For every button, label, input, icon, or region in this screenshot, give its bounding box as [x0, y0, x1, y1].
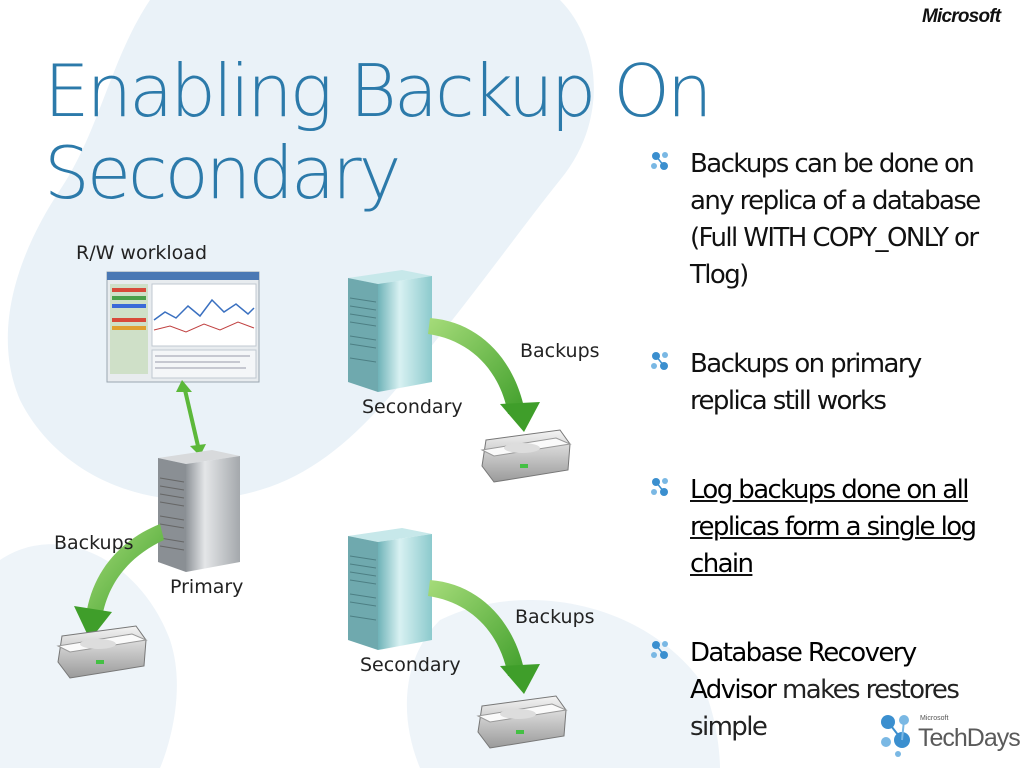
secondary-server-top-icon — [348, 270, 432, 392]
techdays-microsoft-text: Microsoft — [920, 715, 949, 722]
techdays-name: TechDays — [918, 724, 1021, 752]
bullet-text: Backups can be done on any replica of a … — [690, 149, 981, 290]
techdays-logo-icon — [881, 715, 910, 757]
disk-drive-bottom-icon — [476, 695, 568, 749]
bullet-item: Backups can be done on any replica of a … — [648, 146, 988, 294]
title-line-1: Enabling Backup On — [44, 49, 713, 133]
primary-label: Primary — [170, 576, 244, 598]
workload-label: R/W workload — [76, 242, 208, 264]
backup-arrow-primary — [74, 524, 164, 640]
backups-label-secondary-bottom: Backups — [515, 606, 595, 628]
title-line-2: Secondary — [44, 131, 401, 215]
bullet-molecule-icon — [651, 352, 668, 370]
backups-label-secondary-top: Backups — [520, 340, 600, 362]
bullet-item: Log backups done on all replicas form a … — [648, 472, 988, 583]
bullet-list: Backups can be done on any replica of a … — [648, 146, 988, 746]
bullet-bold-text: Database Recovery Advisor — [690, 638, 917, 705]
secondary-server-bottom-icon — [348, 528, 432, 650]
bullet-molecule-icon — [651, 478, 668, 496]
techdays-logo: Microsoft TechDays — [878, 712, 1021, 762]
workload-screenshot-icon — [106, 271, 260, 383]
backup-arrow-secondary-bottom — [428, 580, 540, 694]
bullet-molecule-icon — [651, 152, 668, 170]
workload-connection-arrow — [176, 380, 206, 456]
disk-drive-top-icon — [480, 429, 572, 483]
bullet-item: Database Recovery Advisor makes restores… — [648, 635, 988, 746]
primary-server-icon — [158, 450, 240, 572]
bullet-item: Backups on primary replica still works — [648, 346, 988, 420]
microsoft-logo: Microsoft — [922, 6, 1001, 27]
disk-drive-primary-icon — [56, 625, 148, 679]
backups-label-primary: Backups — [54, 532, 134, 554]
backup-arrow-secondary-top — [428, 318, 540, 432]
bullet-text: makes restores simple — [690, 675, 960, 742]
replication-diagram — [56, 270, 572, 749]
bullet-molecule-icon — [651, 641, 668, 659]
slide-title: Enabling Backup On Secondary — [44, 50, 764, 214]
bullet-text: Backups on primary replica still works — [690, 349, 922, 416]
secondary-label-top: Secondary — [362, 396, 463, 418]
bullet-text: Log backups done on all replicas form a … — [690, 475, 977, 579]
secondary-label-bottom: Secondary — [360, 654, 461, 676]
